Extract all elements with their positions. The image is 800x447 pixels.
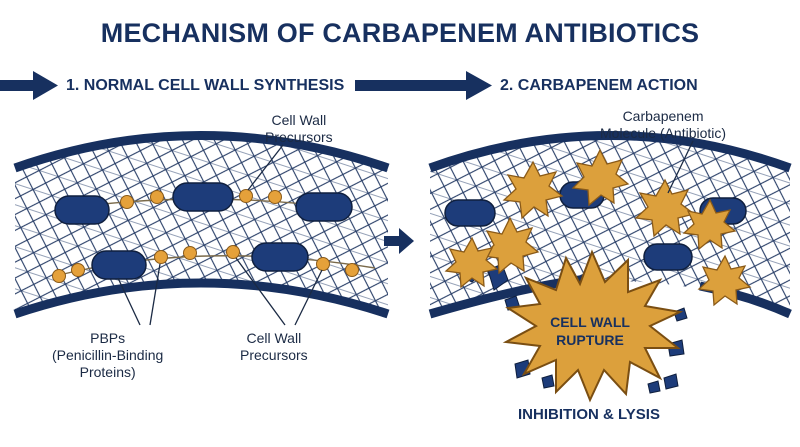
pbp-protein xyxy=(91,250,147,280)
precursor-dot xyxy=(120,195,134,209)
precursor-dot xyxy=(183,246,197,260)
precursors-top-label: Cell Wall Precursors xyxy=(265,112,333,145)
wall-fragment xyxy=(663,373,679,390)
pbp-protein xyxy=(444,199,496,227)
carbapenem-label: Carbapenem Molecule (Antibiotic) xyxy=(600,108,727,141)
carbapenem-star xyxy=(682,198,737,251)
result-label: INHIBITION & LYSIS xyxy=(518,406,660,423)
carbapenem-action-panel xyxy=(428,131,792,403)
leader-line xyxy=(247,144,284,191)
page-title: MECHANISM OF CARBAPENEM ANTIBIOTICS xyxy=(100,18,700,48)
section-2-arrow xyxy=(355,71,492,100)
rupture-label: CELL WALL RUPTURE xyxy=(550,314,630,348)
normal-cell-wall-panel xyxy=(13,131,390,326)
pbp-protein xyxy=(643,243,693,271)
carbapenem-star xyxy=(481,216,540,275)
precursor-dot xyxy=(239,189,253,203)
rupture-burst xyxy=(502,249,684,403)
carbapenem-molecules xyxy=(444,148,752,307)
pbp-protein xyxy=(251,242,309,272)
pbps-label: PBPs (Penicillin-Binding Proteins) xyxy=(52,330,164,380)
wall-fragment xyxy=(541,374,555,389)
precursor-dot xyxy=(52,269,66,283)
precursor-dot xyxy=(345,263,359,277)
leader-line xyxy=(149,263,161,326)
carbapenem-star xyxy=(502,160,564,220)
leader-line xyxy=(667,140,694,194)
section-1-title: 1. NORMAL CELL WALL SYNTHESIS xyxy=(66,77,345,94)
carbapenem-star xyxy=(697,254,752,307)
leader-line xyxy=(117,277,141,326)
precursor-dot xyxy=(316,257,330,271)
leader-line xyxy=(235,257,286,326)
pbp-protein xyxy=(54,195,110,225)
carbapenem-star xyxy=(444,236,499,289)
carbapenem-star xyxy=(571,148,630,207)
precursors-bottom-label: Cell Wall Precursors xyxy=(240,330,308,363)
precursor-dot xyxy=(154,250,168,264)
pbp-protein xyxy=(172,182,234,212)
section-1-arrow xyxy=(0,71,58,100)
carbapenem-star xyxy=(634,178,696,238)
pbp-protein xyxy=(295,192,353,222)
leader-line xyxy=(294,269,323,326)
precursor-dot xyxy=(71,263,85,277)
precursor-dot xyxy=(268,190,282,204)
precursor-dot xyxy=(226,245,240,259)
section-2-title: 2. CARBAPENEM ACTION xyxy=(500,77,698,94)
wall-fragment xyxy=(647,380,661,394)
precursor-dot xyxy=(150,190,164,204)
transition-arrow xyxy=(384,228,414,254)
